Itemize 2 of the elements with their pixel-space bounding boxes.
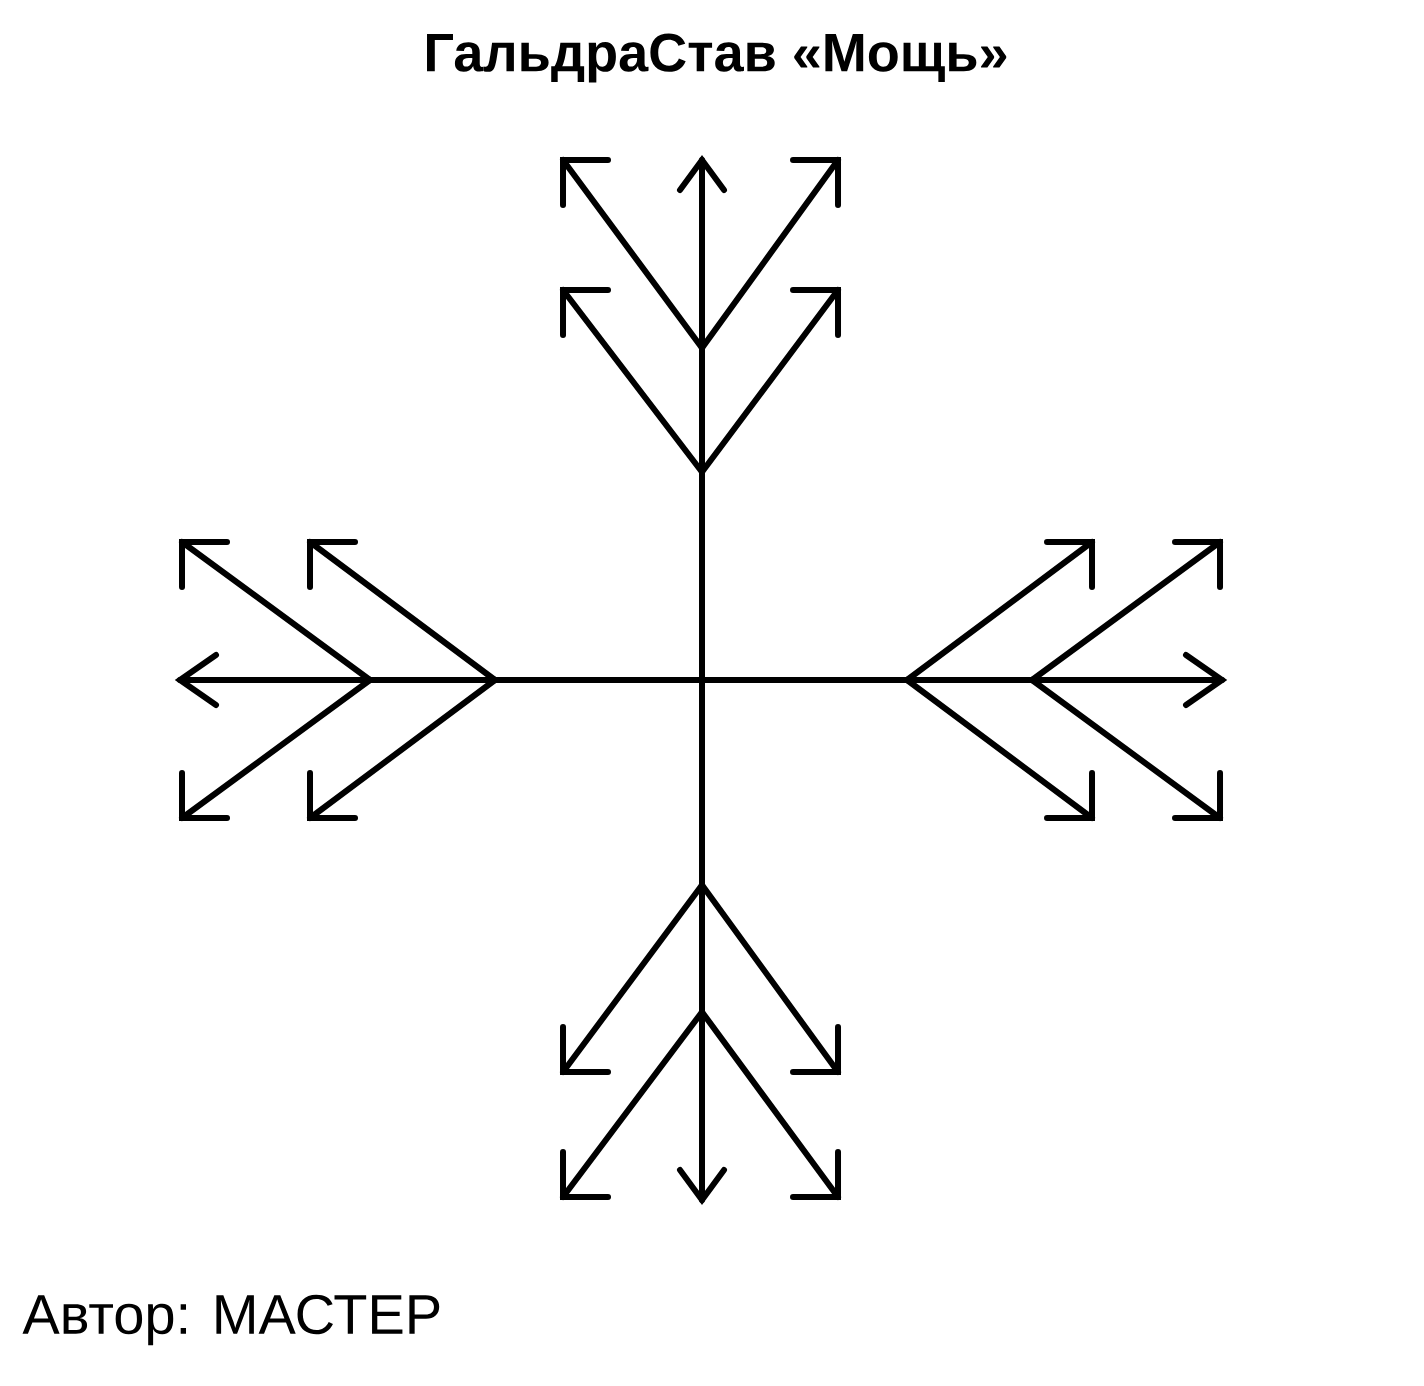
title: ГальдраСтав «Мощь» [427, 33, 1007, 83]
author-label: Автор: МАСТЕР [22, 1294, 440, 1346]
